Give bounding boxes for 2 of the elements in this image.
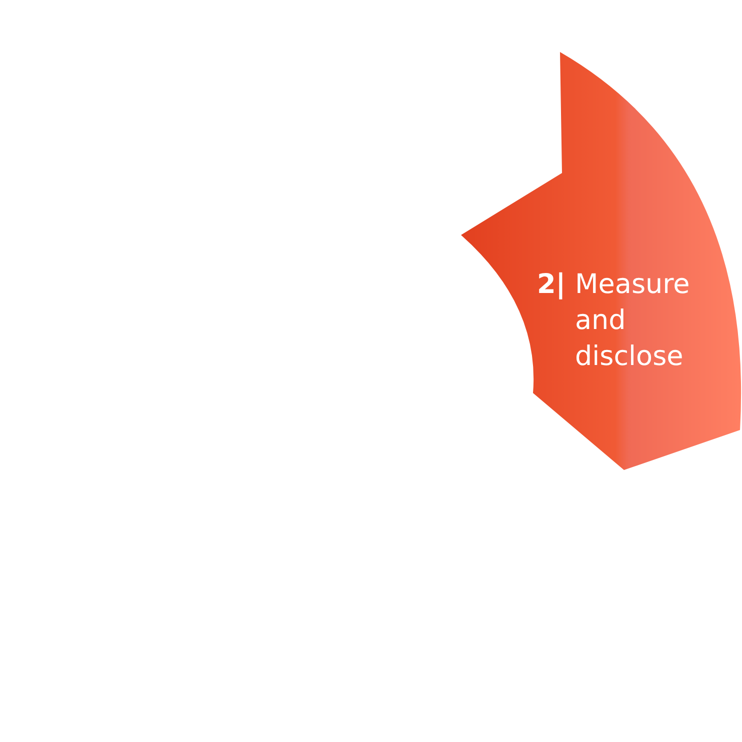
step-title: Measure and disclose <box>575 268 691 374</box>
step-number: 2| <box>537 268 566 302</box>
